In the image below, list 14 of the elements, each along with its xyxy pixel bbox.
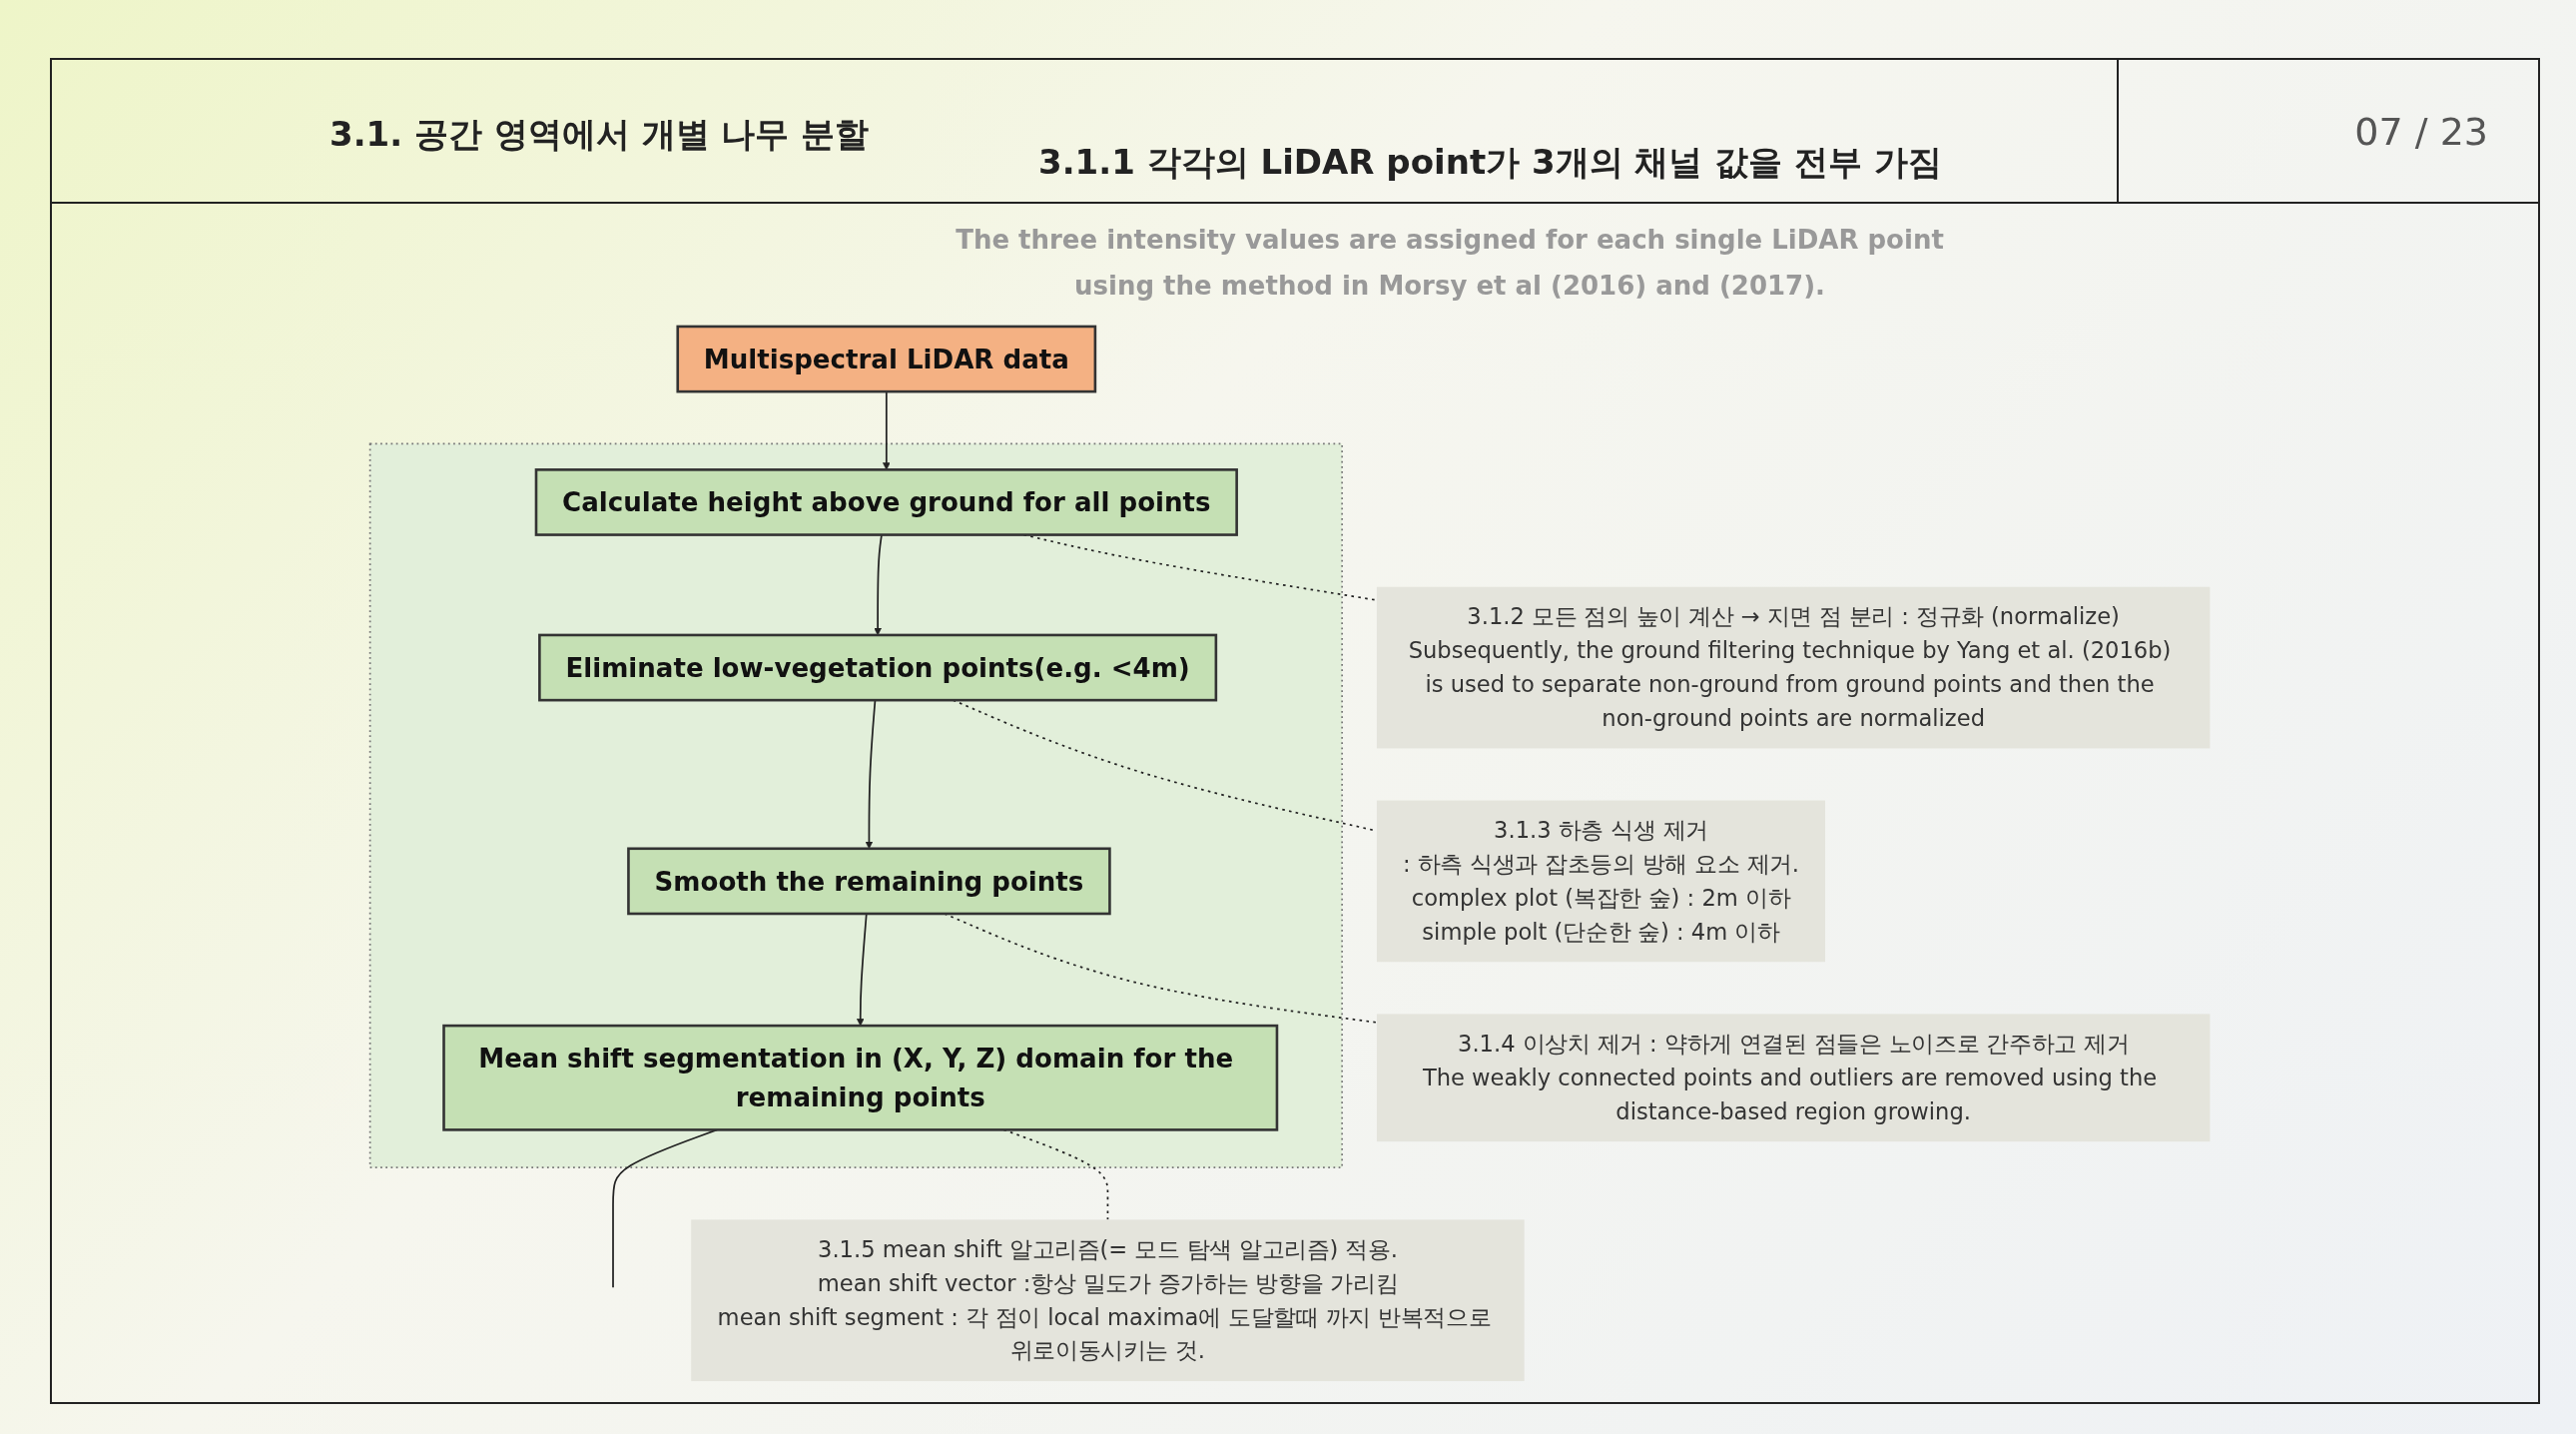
node-box: 3.1.4 이상치 제거 : 약하게 연결된 점들은 노이즈로 간주하고 제거 The weakly connected points and outliers are removed using the distance-based region growing. (1376, 1014, 2211, 1142)
slide-title: 3.1. 공간 영역에서 개별 나무 분할 (329, 113, 870, 156)
note-text: The three intensity values are assigned for each single LiDAR point using the method in Morsy et al (2016) and (2017). (955, 224, 1945, 303)
node-box: Multispectral LiDAR data (676, 325, 1097, 393)
node-box: Smooth the remaining points (627, 847, 1111, 916)
cluster (368, 442, 1343, 1169)
node-box: Calculate height above ground for all points (534, 468, 1238, 536)
node-box: Mean shift segmentation in (X, Y, Z) domain for the remaining points (442, 1024, 1279, 1131)
node-box: Eliminate low-vegetation points(e.g. <4m) (538, 633, 1218, 702)
arrow (856, 913, 868, 1027)
page-number: 07 / 23 (2354, 110, 2488, 154)
subheading: 3.1.1 각각의 LiDAR point가 3개의 채널 값을 전부 가짐 (1038, 141, 1942, 184)
node-box: 3.1.2 모든 점의 높이 계산 → 지면 점 분리 : 정규화 (normalize) Subsequently, the ground filtering technique by Yang et al. (2016b) is used to separate non-ground from ground points and then the non-ground points are normalized (1376, 586, 2211, 749)
node-box: 3.1.5 mean shift 알고리즘(= 모드 탐색 알고리즘) 적용. mean shift vector :항상 밀도가 증가하는 방향을 가리킴 mean shift segment : 각 점이 local maxima에 도달할때 까지 반복적으로 위로이동시키는 것. (691, 1219, 1525, 1382)
